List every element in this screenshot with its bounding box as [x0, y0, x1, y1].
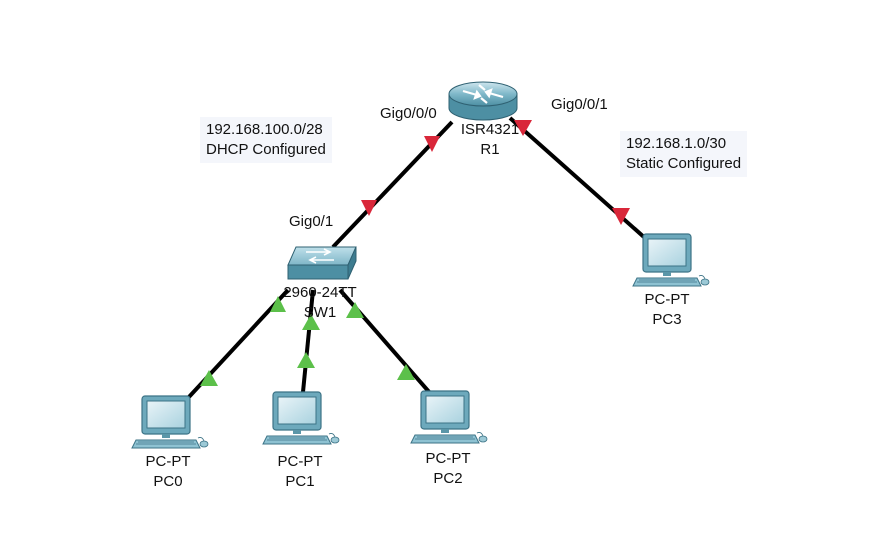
pc2-label: PC-PT PC2: [403, 449, 493, 489]
pc3-label: PC-PT PC3: [622, 290, 712, 330]
pc3-model: PC-PT: [644, 291, 690, 308]
interface-label-r1-g001: Gig0/0/1: [551, 95, 608, 114]
router-model: ISR4321: [460, 121, 520, 138]
pc0-label: PC-PT PC0: [123, 452, 213, 492]
pc1-label: PC-PT PC1: [255, 452, 345, 492]
pc1-name: PC1: [285, 473, 315, 490]
pc2-name: PC2: [433, 470, 463, 487]
wan-network-note: 192.168.1.0/30 Static Configured: [620, 131, 748, 177]
lan-network-address: 192.168.100.0/28: [206, 121, 323, 138]
port-status-pc3: [612, 208, 630, 225]
pc1-model: PC-PT: [277, 453, 323, 470]
port-status-pc2: [397, 364, 415, 380]
pc2-icon[interactable]: [410, 390, 488, 444]
router-label: ISR4321 R1: [445, 120, 535, 160]
pc0-name: PC0: [153, 473, 183, 490]
port-status-sw1-pc2: [346, 302, 364, 318]
pc0-model: PC-PT: [145, 453, 191, 470]
wan-network-address: 192.168.1.0/30: [626, 135, 727, 152]
interface-label-sw1-g01: Gig0/1: [289, 212, 334, 231]
switch-name: SW1: [303, 304, 337, 321]
port-status-sw1-g01: [361, 200, 377, 216]
wan-config-mode: Static Configured: [626, 155, 742, 172]
pc2-model: PC-PT: [425, 450, 471, 467]
pc3-name: PC3: [652, 311, 682, 328]
port-status-r1-g000: [424, 136, 440, 152]
port-status-pc0: [200, 370, 218, 386]
port-status-pc1: [297, 352, 315, 368]
switch-icon[interactable]: [287, 246, 357, 280]
interface-label-r1-g000: Gig0/0/0: [380, 104, 437, 123]
router-name: R1: [480, 141, 500, 158]
port-status-sw1-pc0: [270, 296, 286, 312]
pc1-icon[interactable]: [262, 391, 340, 445]
switch-model: 2960-24TT: [283, 284, 357, 301]
link-status-markers: [200, 120, 630, 386]
switch-label: 2960-24TT SW1: [275, 283, 365, 323]
pc3-icon[interactable]: [632, 233, 710, 287]
port-status-r1-g001: [514, 120, 532, 136]
link-sw1-pc1[interactable]: [301, 289, 315, 393]
pc0-icon[interactable]: [131, 395, 209, 449]
lan-config-mode: DHCP Configured: [206, 141, 326, 158]
lan-network-note: 192.168.100.0/28 DHCP Configured: [200, 117, 332, 163]
port-status-sw1-pc1: [302, 314, 320, 330]
router-icon[interactable]: [448, 81, 518, 121]
